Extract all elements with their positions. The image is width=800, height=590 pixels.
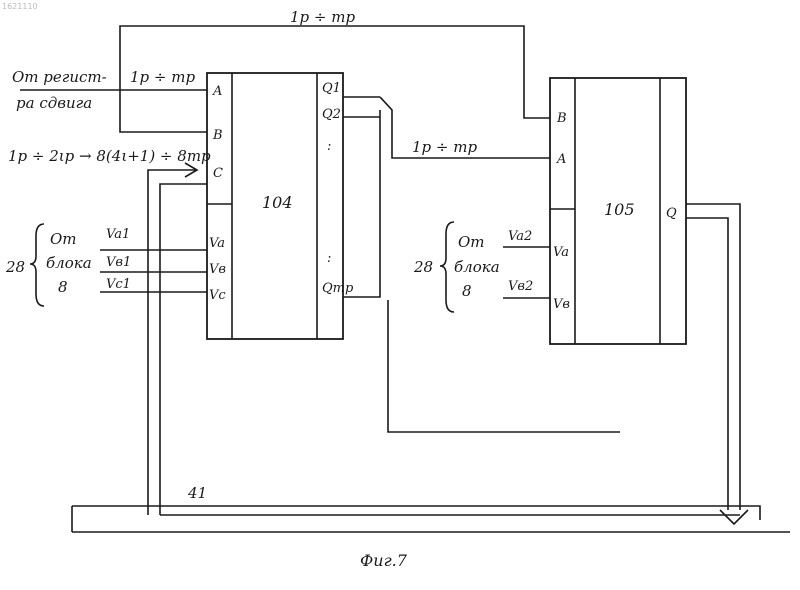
block-104-out-dots-2: : bbox=[327, 251, 331, 266]
block-104-out-dots-1: : bbox=[327, 139, 331, 154]
document-code: 1621110 bbox=[2, 2, 38, 11]
mid-range-label: 1p ÷ mp bbox=[412, 138, 477, 156]
block-104-number: 104 bbox=[262, 193, 293, 212]
left-source-line-3: 8 bbox=[58, 278, 68, 296]
right-signal-vb2: Vв2 bbox=[508, 279, 533, 294]
right-source-line-1: От bbox=[458, 233, 485, 251]
q-output-wire-outer bbox=[686, 204, 740, 510]
left-signal-vb1: Vв1 bbox=[106, 255, 131, 270]
left-source-brace bbox=[30, 224, 44, 306]
bus-41-top bbox=[72, 506, 760, 520]
right-source-ref: 28 bbox=[413, 258, 433, 276]
right-source-line-2: блока bbox=[454, 258, 500, 276]
register-source-line-2: ра сдвига bbox=[16, 94, 92, 112]
block-105-pin-b: B bbox=[556, 111, 567, 126]
block-105-out-q: Q bbox=[666, 206, 677, 221]
q-output-arrow bbox=[720, 510, 748, 524]
block-105-pin-vb: Vв bbox=[553, 297, 570, 312]
right-signal-va2: Va2 bbox=[508, 229, 532, 244]
block-104-pin-c: C bbox=[213, 166, 223, 181]
block-104: 104 A B C Va Vв Vc Q1 Q2 : : Qmp bbox=[207, 73, 354, 339]
block-105-pin-a: A bbox=[556, 152, 566, 167]
block-104-pin-vc: Vc bbox=[209, 288, 226, 303]
right-source-line-3: 8 bbox=[462, 282, 472, 300]
block-104-pin-a: A bbox=[212, 84, 222, 99]
left-source-ref: 28 bbox=[5, 258, 25, 276]
block-105-pin-va: Va bbox=[553, 245, 569, 260]
block-104-out-q2: Q2 bbox=[322, 107, 341, 122]
register-source-range: 1p ÷ mp bbox=[130, 68, 195, 86]
c-input-label: 1p ÷ 2ιp → 8(4ι+1) ÷ 8mp bbox=[8, 147, 211, 165]
c-input-wire bbox=[148, 170, 197, 515]
register-source-line-1: От регист- bbox=[12, 68, 107, 86]
block-104-out-qmp: Qmp bbox=[322, 281, 354, 296]
block-104-pin-vb: Vв bbox=[209, 262, 226, 277]
top-range-label: 1p ÷ mp bbox=[290, 8, 355, 26]
block-104-pin-b: B bbox=[212, 128, 223, 143]
left-source-line-2: блока bbox=[46, 254, 92, 272]
q-output-wire-inner bbox=[686, 218, 728, 510]
left-source-line-1: От bbox=[50, 230, 77, 248]
c-input-wire-2 bbox=[160, 184, 207, 515]
left-signal-vc1: Vc1 bbox=[106, 277, 131, 292]
block-104-out-q1: Q1 bbox=[322, 81, 341, 96]
block-104-pin-va: Va bbox=[209, 236, 225, 251]
bus-label: 41 bbox=[187, 484, 207, 502]
figure-caption: Фиг.7 bbox=[360, 551, 408, 570]
right-source-brace bbox=[440, 222, 454, 312]
block-105: 105 B A Va Vв Q bbox=[550, 78, 686, 344]
left-signal-va1: Va1 bbox=[106, 227, 130, 242]
block-105-number: 105 bbox=[604, 200, 635, 219]
